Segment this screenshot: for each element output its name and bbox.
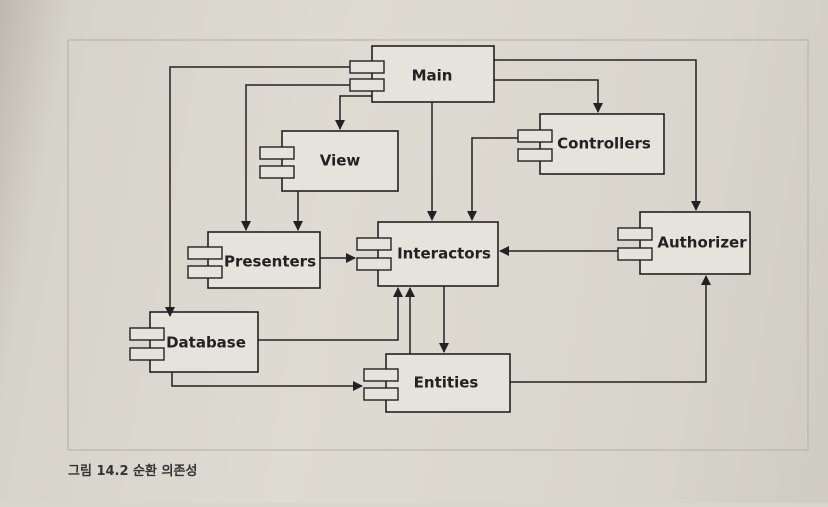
component-controllers: Controllers bbox=[517, 113, 665, 175]
component-controllers-label: Controllers bbox=[557, 135, 651, 153]
component-interactors: Interactors bbox=[356, 221, 499, 287]
figure-caption: 그림 14.2 순환 의존성 bbox=[68, 463, 197, 479]
component-view: View bbox=[259, 130, 399, 192]
component-presenters: Presenters bbox=[187, 231, 321, 289]
arrow-database-to-interactors bbox=[258, 287, 403, 341]
arrow-main-to-database bbox=[165, 66, 350, 317]
dependency-arrows bbox=[165, 59, 711, 391]
component-interactors-label: Interactors bbox=[397, 245, 491, 263]
figure-frame bbox=[67, 39, 809, 451]
component-view-label: View bbox=[320, 152, 361, 170]
arrow-database-to-entities bbox=[171, 372, 363, 391]
arrow-main-to-view bbox=[335, 95, 372, 130]
component-entities-label: Entities bbox=[414, 374, 479, 392]
arrow-main-to-authorizer bbox=[494, 59, 701, 211]
arrow-main-to-presenters bbox=[241, 84, 350, 231]
arrow-entities-to-authorizer bbox=[510, 275, 711, 383]
component-authorizer: Authorizer bbox=[617, 211, 751, 275]
arrow-controllers-to-interactors bbox=[467, 137, 518, 221]
component-authorizer-label: Authorizer bbox=[657, 234, 747, 252]
component-main: Main bbox=[349, 45, 495, 103]
component-entities: Entities bbox=[363, 353, 511, 413]
component-database: Database bbox=[129, 311, 259, 373]
component-presenters-label: Presenters bbox=[224, 253, 316, 271]
component-main-label: Main bbox=[412, 67, 453, 85]
component-database-label: Database bbox=[166, 334, 246, 352]
arrow-main-to-controllers bbox=[494, 79, 603, 113]
